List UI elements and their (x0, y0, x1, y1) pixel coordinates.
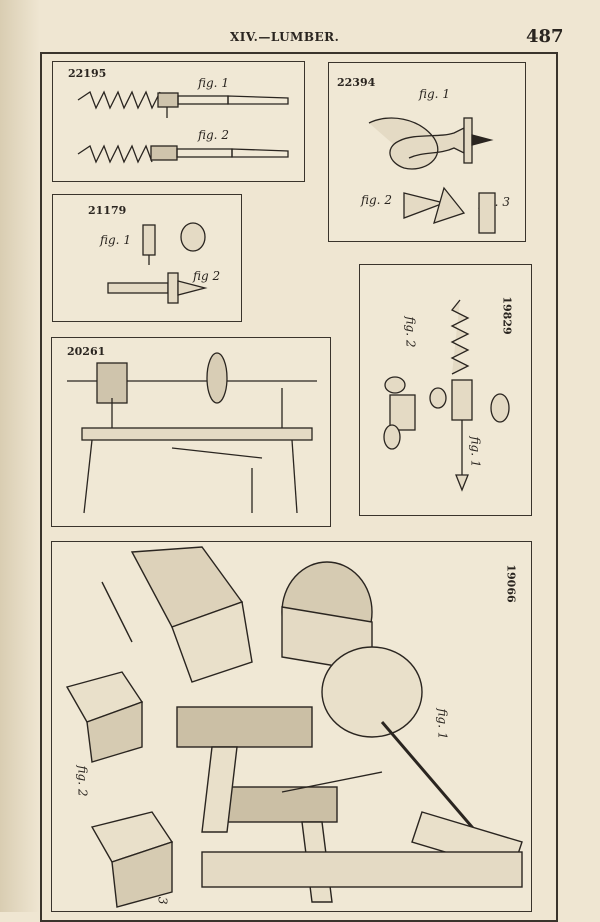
patent-panel-22195: 22195 fig. 1 fig. 2 (52, 61, 305, 182)
auger-illustration (77, 90, 289, 164)
twist-bit-illustration (368, 117, 496, 234)
page-number: 487 (526, 26, 564, 47)
patent-number: 21179 (88, 204, 127, 217)
fig-2-label: fig. 2 (361, 193, 392, 207)
patent-number: 22394 (337, 76, 376, 89)
patent-number: 20261 (67, 345, 106, 358)
fig-1-label: fig. 1 (198, 76, 229, 90)
patent-panel-21179: 21179 fig. 1 fig 2 (52, 194, 242, 322)
fig-1-label: fig. 1 (419, 87, 450, 101)
patent-panel-19829: 19829 fig. 1 fig. 2 (359, 264, 532, 516)
fig-2-label: fig 2 (193, 269, 221, 283)
fig-2-label: fig. 2 (198, 128, 229, 142)
patent-number: 22195 (68, 67, 107, 80)
fig-1-label: fig. 1 (100, 233, 131, 247)
page-header: XIV.—LUMBER. 487 (0, 26, 600, 50)
screw-auger-illustration (383, 299, 510, 492)
page-edge-shadow (0, 0, 40, 912)
patent-panel-19066: 19066 fig. 1 fig. 2 fig. 3 (51, 541, 532, 912)
wood-machine-illustration (65, 546, 523, 908)
patent-panel-22394: 22394 fig. 1 fig. 2 fig. 3 (328, 62, 526, 242)
patent-panel-20261: 20261 (51, 337, 331, 527)
running-head: XIV.—LUMBER. (230, 30, 340, 44)
bit-illustration (107, 222, 208, 304)
lathe-machine-illustration (67, 352, 317, 514)
